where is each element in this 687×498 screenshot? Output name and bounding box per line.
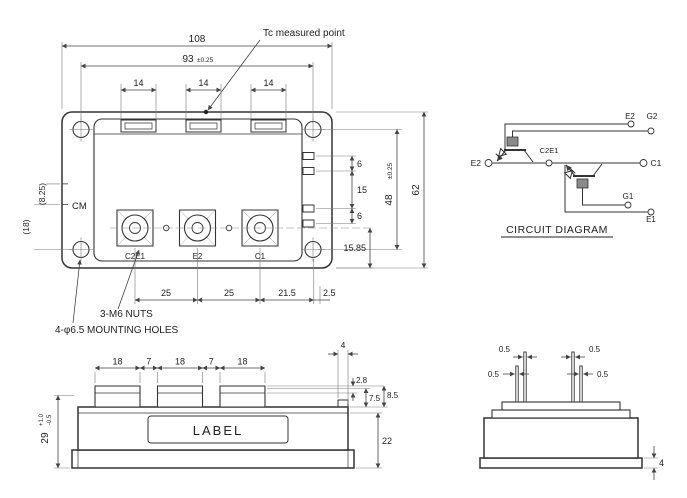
circuit-aux-g2-node (647, 127, 655, 135)
side-step-2 (501, 401, 621, 411)
circuit-aux-e1: E1 (646, 215, 656, 224)
circuit-heading: CIRCUIT DIAGRAM (506, 224, 608, 236)
dim-hole-pitch-y: 48 (384, 194, 395, 206)
diode2 (495, 147, 508, 160)
nuts-note: 3-M6 NUTS (100, 309, 153, 320)
dim-block-gap-2: 7 (209, 357, 214, 367)
dim-baseplate: 4 (659, 458, 664, 468)
front-rib (337, 399, 349, 408)
dim-step1: 2.8 (356, 376, 368, 385)
circuit-aux-g1: G1 (623, 192, 634, 201)
front-baseplate (71, 449, 355, 469)
dim-hole-to-edge: 2.5 (323, 288, 336, 298)
side-view: 0.5 0.5 0.5 0.5 4 (479, 345, 664, 480)
dim-left-ref-small: (8.25) (37, 183, 47, 205)
circuit-diagram: E2 C1 C2E1 E2 G2 G1 E1 CIRCUIT DIAGRAM (471, 112, 662, 238)
circuit-aux-g2: G2 (647, 112, 658, 121)
circuit-terminal-e2: E2 (471, 158, 482, 168)
circuit-terminal-c1-node (639, 159, 648, 167)
front-label-plate (147, 415, 289, 444)
circuit-aux-e2-node (627, 120, 635, 128)
dim-pin-1: 0.5 (499, 345, 511, 354)
dim-overall-height: 62 (411, 184, 422, 196)
dim-terminal-to-hole: 21.5 (278, 288, 296, 298)
dim-pin-3: 0.5 (488, 370, 500, 379)
igbt1-gate-block (576, 178, 589, 189)
circuit-terminal-c1: C1 (651, 158, 662, 168)
dim-slot-width-2: 14 (198, 78, 208, 88)
module-label: LABEL (193, 423, 243, 438)
dim-slot-width-1: 14 (133, 78, 143, 88)
top-slots (120, 119, 287, 133)
front-view: LABEL 18 7 18 7 18 4 2.8 7.5 8.5 22 29 +… (39, 340, 399, 469)
dim-step2: 7.5 (369, 394, 381, 403)
dim-block-width-1: 18 (112, 357, 122, 367)
aux-pins (302, 152, 315, 228)
terminal-pads (116, 209, 279, 247)
igbt2-gate-block (506, 136, 519, 147)
dim-slot-width-3: 14 (263, 78, 273, 88)
dim-block-width-3: 18 (237, 357, 247, 367)
top-view: Tc measured point 108 93 ±0.25 14 14 1 (21, 28, 428, 336)
dim-rib: 4 (341, 340, 346, 350)
dim-terminal-pitch-1: 25 (161, 288, 171, 298)
dim-hole-pitch-x-tol: ±0.25 (197, 57, 214, 64)
dim-left-ref-large: (18) (21, 219, 31, 234)
dim-height-tol-dn: -0.5 (47, 414, 53, 425)
holes-note: 4-φ6.5 MOUNTING HOLES (55, 325, 179, 336)
dim-block-width-2: 18 (175, 357, 185, 367)
dim-pin-gap-bottom: 6 (357, 211, 362, 221)
side-body (483, 417, 639, 459)
side-pins (515, 351, 583, 403)
dim-pin-4: 0.5 (597, 370, 609, 379)
side-step-1 (491, 409, 631, 419)
diode1 (563, 167, 576, 180)
tc-point-dot (203, 109, 209, 115)
tc-note: Tc measured point (263, 28, 345, 39)
side-baseplate (479, 457, 643, 469)
dim-block-gap-1: 7 (146, 357, 151, 367)
dim-pin-2: 0.5 (589, 345, 601, 354)
dim-terminal-pitch-2: 25 (224, 288, 234, 298)
terminal-label-e2: E2 (193, 252, 203, 261)
dim-pin-gap-top: 6 (357, 159, 362, 169)
circuit-terminal-c2e1: C2E1 (540, 146, 559, 155)
circuit-terminal-c2e1-node (545, 159, 553, 167)
dim-hole-pitch-x: 93 (182, 54, 194, 65)
circuit-terminal-e2-node (484, 159, 493, 167)
dim-hole-pitch-y-tol: ±0.25 (387, 163, 394, 180)
front-terminal-blocks (94, 385, 266, 408)
dim-terminal-to-edge: 15.85 (343, 243, 366, 253)
terminal-label-c1: C1 (255, 252, 266, 261)
dim-pin-gap-mid: 15 (357, 185, 367, 195)
dim-body-height: 22 (382, 436, 392, 446)
circuit-aux-e1-node (647, 208, 655, 216)
cm-logo: CM (72, 201, 87, 212)
circuit-aux-e2: E2 (625, 112, 635, 121)
dim-height-tol-up: +1.0 (39, 413, 45, 426)
dim-overall-width: 108 (189, 34, 206, 45)
dim-step3: 8.5 (387, 391, 399, 400)
circuit-aux-g1-node (624, 201, 632, 209)
terminal-label-c2e1: C2E1 (125, 252, 146, 261)
dim-height: 29 (40, 432, 51, 444)
